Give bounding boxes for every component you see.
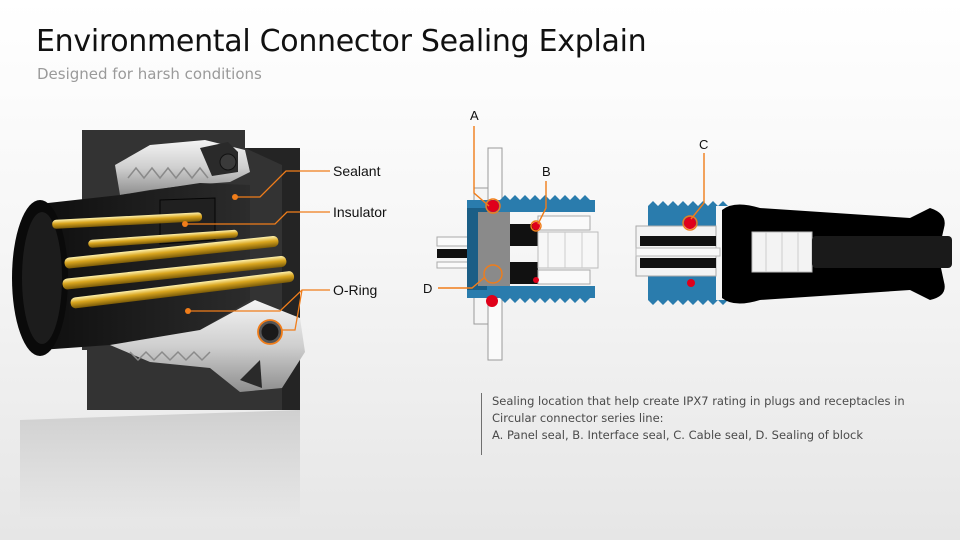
sealing-description-note: Sealing location that help create IPX7 r… [481, 393, 942, 455]
o-ring-label: O-Ring [333, 282, 378, 298]
receptacle-cross-section [436, 147, 599, 361]
note-line-1: Sealing location that help create IPX7 r… [492, 394, 905, 408]
location-leaders [438, 126, 705, 289]
location-label-b: B [542, 164, 551, 179]
location-label-d: D [423, 281, 433, 296]
insulator-marker [182, 221, 188, 227]
o-ring-marker [185, 308, 191, 314]
left-callout-leaders [185, 170, 330, 345]
connector-cutaway-illustration [12, 130, 305, 520]
location-label-a: A [470, 108, 479, 123]
location-label-c: C [699, 137, 709, 152]
note-line-2: Circular connector series line: [492, 411, 664, 425]
page-subtitle: Designed for harsh conditions [37, 65, 262, 83]
insulator-label: Insulator [333, 204, 387, 220]
page-title: Environmental Connector Sealing Explain [36, 24, 647, 59]
plug-cross-section [635, 201, 952, 305]
sealant-label: Sealant [333, 163, 381, 179]
sealant-marker [232, 194, 238, 200]
note-line-3: A. Panel seal, B. Interface seal, C. Cab… [492, 428, 863, 442]
